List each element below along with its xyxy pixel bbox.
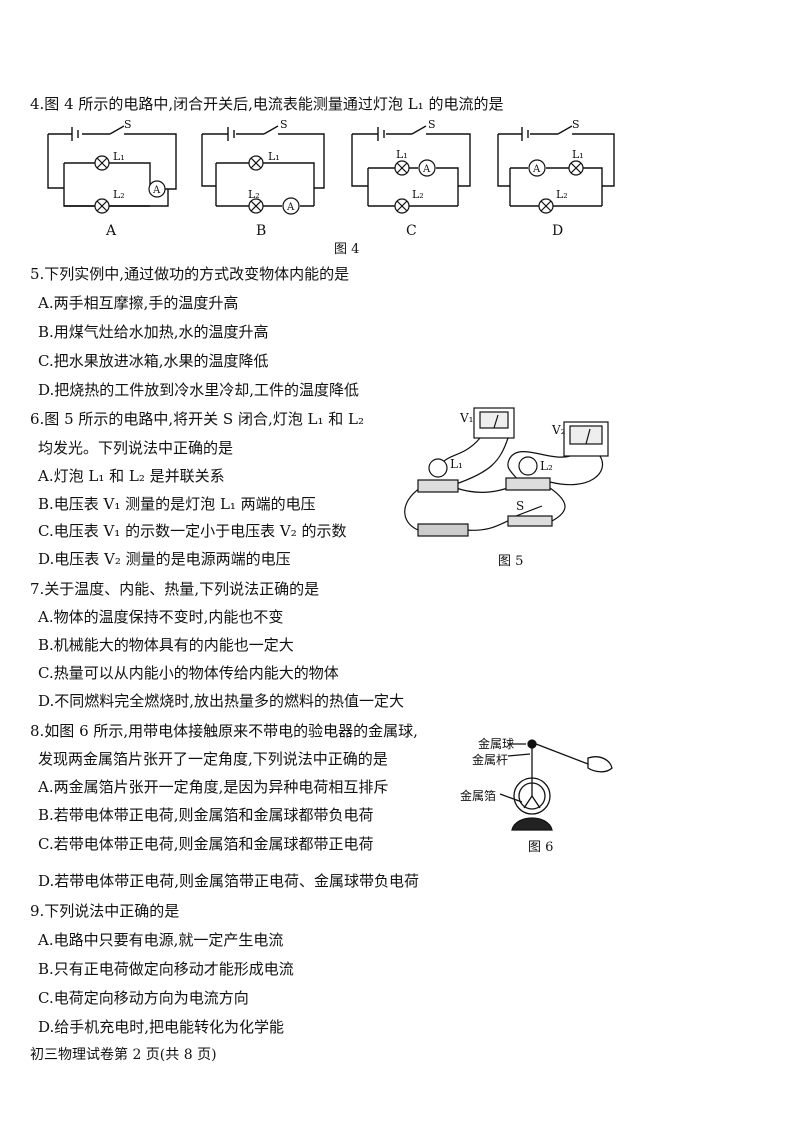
q6-v2-label: V₂ <box>551 423 566 437</box>
q8-stem-line1: 8.如图 6 所示,用带电体接触原来不带电的验电器的金属球, <box>30 722 418 740</box>
circuit-d <box>497 125 615 207</box>
q6-option-a: A.灯泡 L₁ 和 L₂ 是并联关系 <box>38 467 225 485</box>
q4-option-b: B <box>256 223 267 239</box>
q6-option-c: C.电压表 V₁ 的示数一定小于电压表 V₂ 的示数 <box>38 522 347 540</box>
q8-option-a: A.两金属箔片张开一定角度,是因为异种电荷相互排斥 <box>38 778 389 796</box>
q4-option-c: C <box>406 223 417 239</box>
q5-option-c: C.把水果放进冰箱,水果的温度降低 <box>38 352 269 370</box>
q5-stem: 5.下列实例中,通过做功的方式改变物体内能的是 <box>30 265 350 283</box>
q6-stem-line1: 6.图 5 所示的电路中,将开关 S 闭合,灯泡 L₁ 和 L₂ <box>30 410 364 428</box>
q6-figure-5-circuit: V₁ V₂ L₁ L₂ S <box>404 407 609 537</box>
q4-ammeter-label-a: A <box>152 185 161 196</box>
q4-lamp2-label-c: L₂ <box>412 188 424 201</box>
q8-option-d: D.若带电体带正电荷,则金属箔带正电荷、金属球带负电荷 <box>38 872 420 890</box>
q5-option-b: B.用煤气灶给水加热,水的温度升高 <box>38 323 269 341</box>
q6-l1-label: L₁ <box>450 457 463 471</box>
q7-option-c: C.热量可以从内能小的物体传给内能大的物体 <box>38 664 339 682</box>
q4-switch-label-d: S <box>572 118 580 131</box>
q7-option-a: A.物体的温度保持不变时,内能也不变 <box>38 608 284 626</box>
q5-option-d: D.把烧热的工件放到冷水里冷却,工件的温度降低 <box>38 381 360 399</box>
q9-option-a: A.电路中只要有电源,就一定产生电流 <box>38 931 284 949</box>
q6-option-b: B.电压表 V₁ 测量的是灯泡 L₁ 两端的电压 <box>38 495 316 513</box>
circuit-b <box>201 125 325 207</box>
q6-l2-label: L₂ <box>540 459 553 473</box>
q4-switch-label-a: S <box>124 118 132 131</box>
page-footer: 初三物理试卷第 2 页(共 8 页) <box>30 1047 217 1063</box>
q6-option-d: D.电压表 V₂ 测量的是电源两端的电压 <box>38 550 291 568</box>
q7-option-b: B.机械能大的物体具有的内能也一定大 <box>38 636 294 654</box>
q7-option-d: D.不同燃料完全燃烧时,放出热量多的燃料的热值一定大 <box>38 692 405 710</box>
q4-switch-label-b: S <box>280 118 288 131</box>
q6-s-label: S <box>516 499 524 513</box>
q8-label-foil: 金属箔 <box>460 788 496 803</box>
q4-stem: 4.图 4 所示的电路中,闭合开关后,电流表能测量通过灯泡 L₁ 的电流的是 <box>30 95 504 113</box>
q8-figure-caption: 图 6 <box>528 840 554 855</box>
q9-option-c: C.电荷定向移动方向为电流方向 <box>38 989 249 1007</box>
circuit-a <box>47 125 177 207</box>
q4-lamp1-label-c: L₁ <box>396 148 408 161</box>
q4-lamp2-label-d: L₂ <box>556 188 568 201</box>
q4-option-a: A <box>106 223 117 239</box>
q8-option-c: C.若带电体带正电荷,则金属箔和金属球都带正电荷 <box>38 835 374 853</box>
q4-switch-label-c: S <box>428 118 436 131</box>
q7-stem: 7.关于温度、内能、热量,下列说法正确的是 <box>30 580 320 598</box>
q4-lamp1-label-a: L₁ <box>113 150 125 163</box>
q6-figure-caption: 图 5 <box>498 554 524 569</box>
q4-ammeter-label-b: A <box>286 202 295 213</box>
q4-ammeter-label-d: A <box>532 164 541 175</box>
q4-figure-caption: 图 4 <box>334 242 360 257</box>
q4-lamp1-label-b: L₁ <box>268 150 280 163</box>
q8-label-rod: 金属杆 <box>472 752 508 767</box>
q4-lamp2-label-a: L₂ <box>113 188 125 201</box>
q9-option-d: D.给手机充电时,把电能转化为化学能 <box>38 1018 285 1036</box>
q4-option-d: D <box>552 223 564 239</box>
q6-stem-line2: 均发光。下列说法中正确的是 <box>38 439 234 457</box>
q4-circuit-diagrams: S L₁ L₂ A S L₁ L₂ A S L₁ L₂ A S L₁ L₂ A <box>47 118 615 215</box>
circuit-c <box>351 125 471 207</box>
q9-option-b: B.只有正电荷做定向移动才能形成电流 <box>38 960 294 978</box>
q8-option-b: B.若带电体带正电荷,则金属箔和金属球都带负电荷 <box>38 806 374 824</box>
q4-lamp1-label-d: L₁ <box>572 148 584 161</box>
q6-v1-label: V₁ <box>459 411 473 425</box>
q9-stem: 9.下列说法中正确的是 <box>30 902 180 920</box>
q8-figure-6-electroscope: 金属球 金属杆 金属箔 <box>460 736 613 831</box>
q8-label-ball: 金属球 <box>478 736 514 751</box>
q4-lamp2-label-b: L₂ <box>248 188 260 201</box>
q8-stem-line2: 发现两金属箔片张开了一定角度,下列说法中正确的是 <box>38 750 388 768</box>
q4-ammeter-label-c: A <box>422 164 431 175</box>
q5-option-a: A.两手相互摩擦,手的温度升高 <box>38 294 239 312</box>
